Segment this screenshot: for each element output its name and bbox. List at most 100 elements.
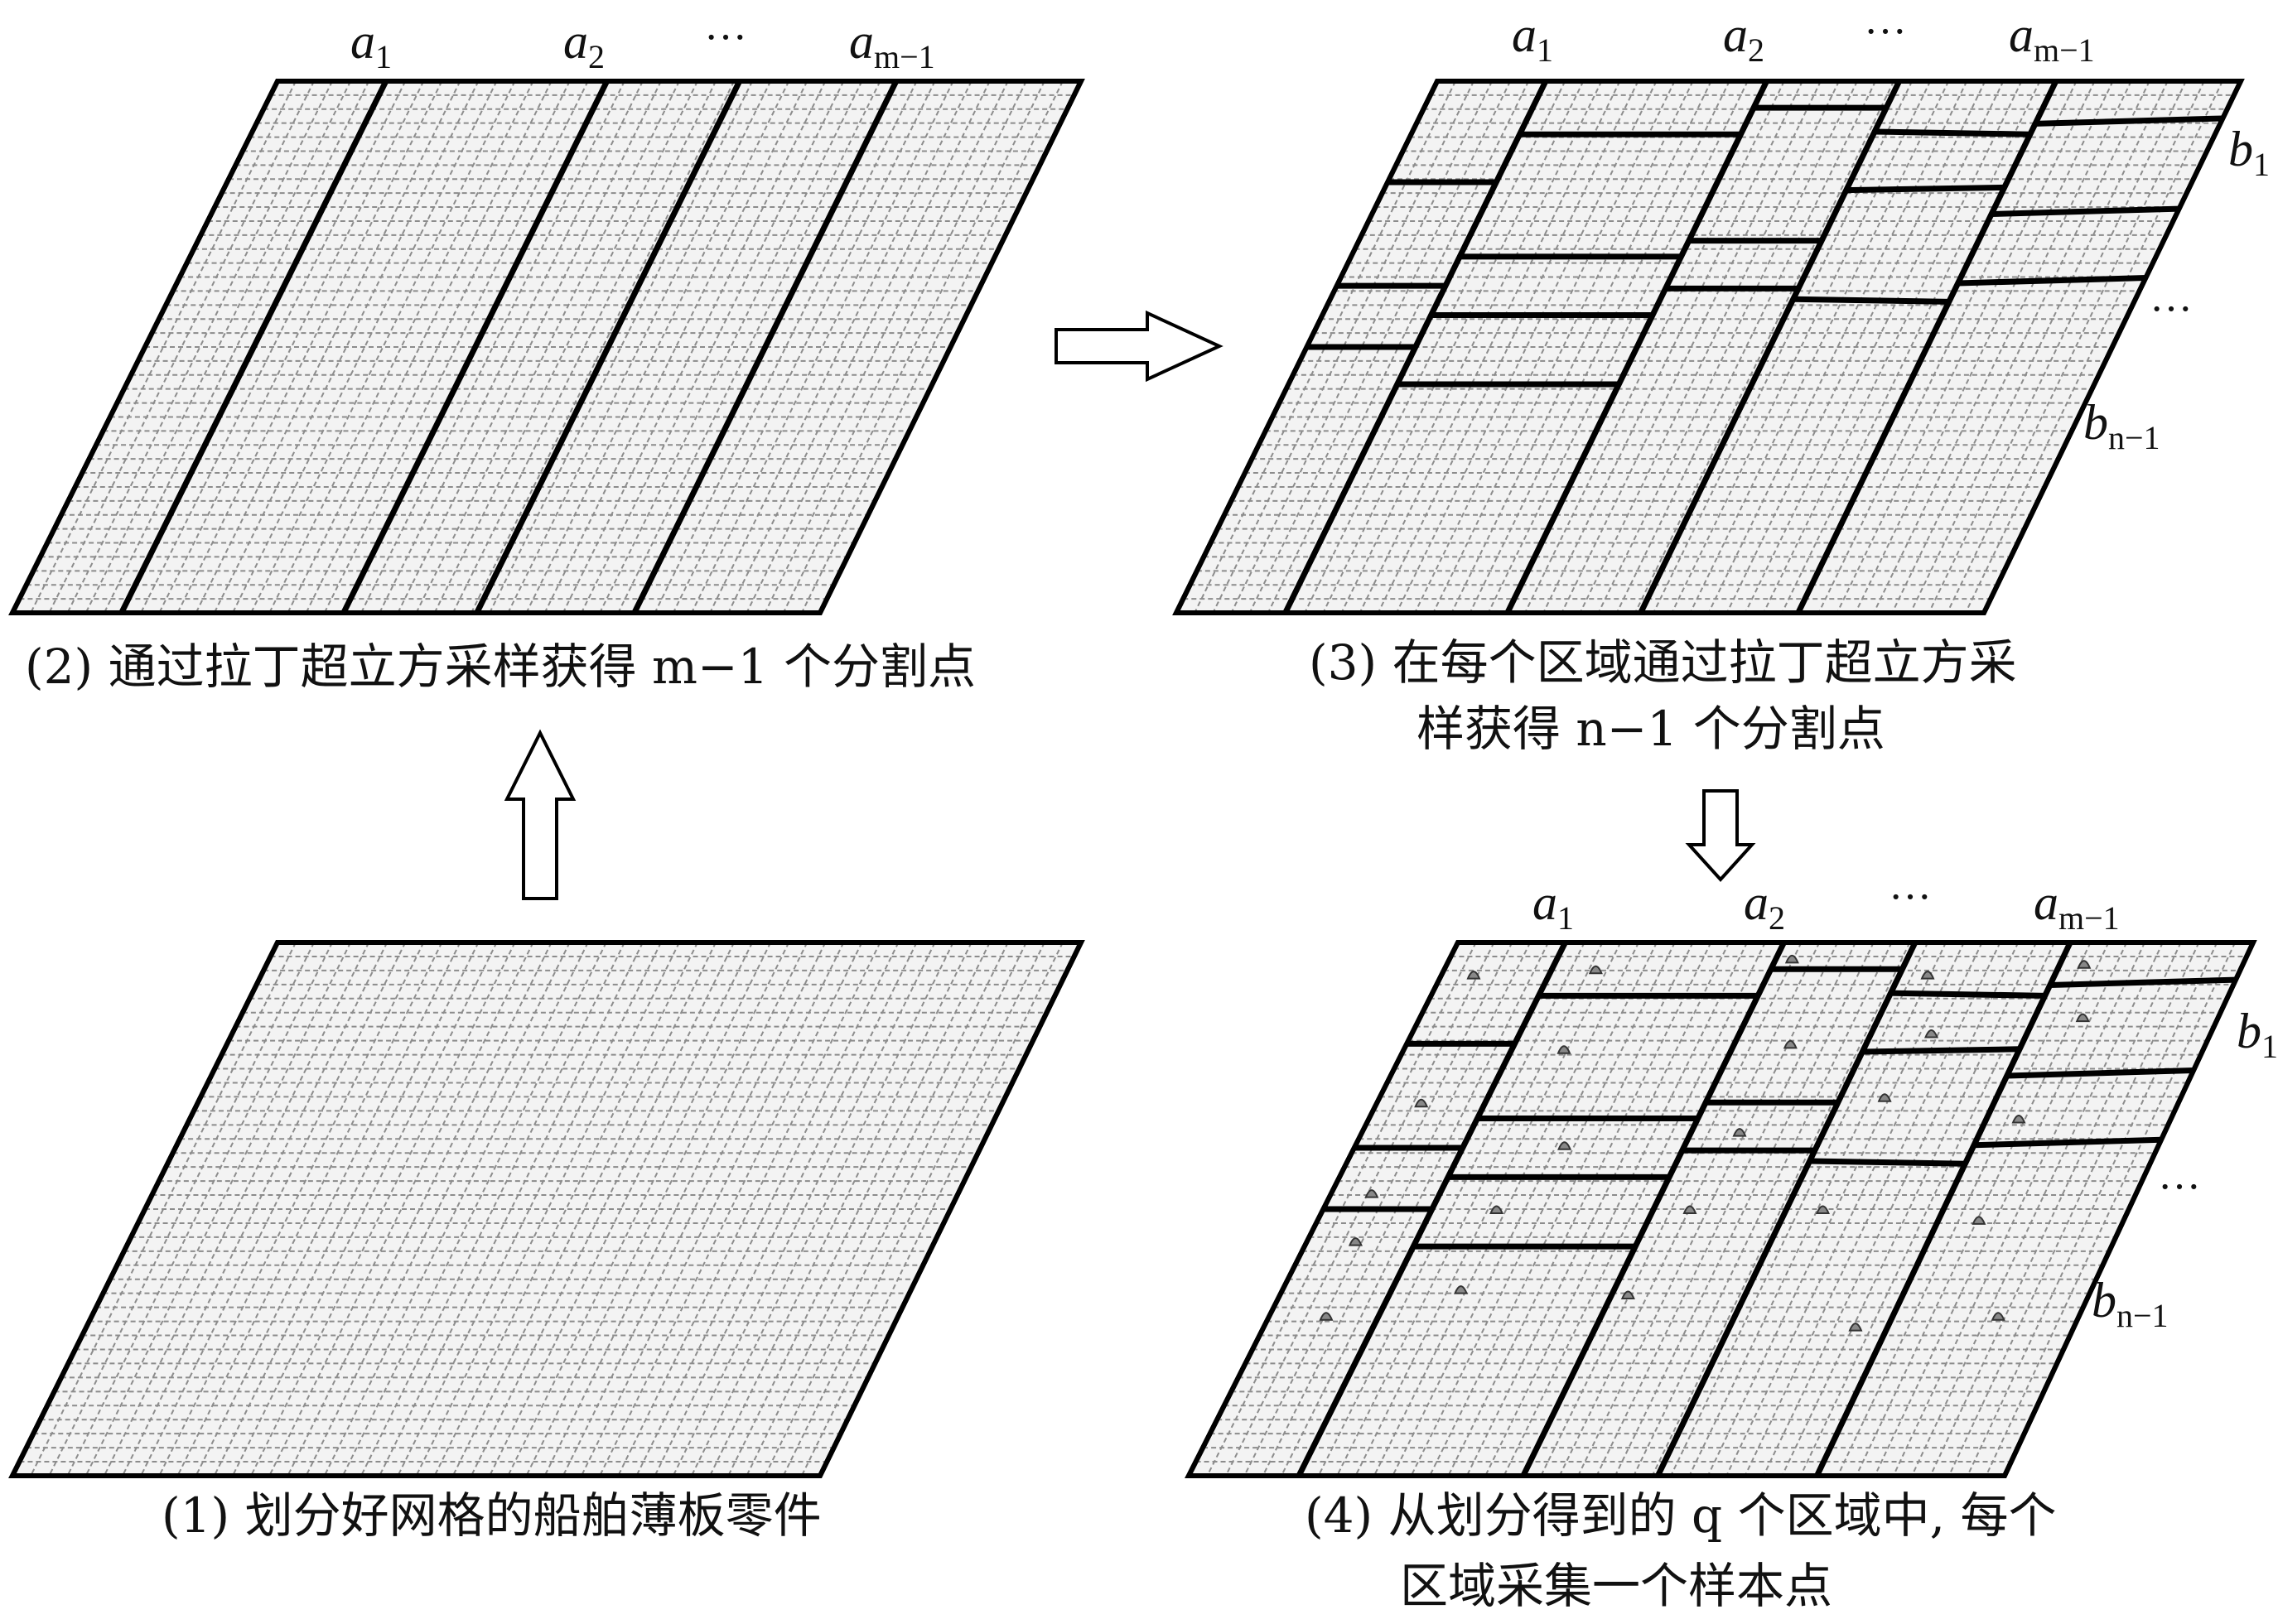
grid-line bbox=[1725, 80, 1986, 614]
sample-point bbox=[1972, 1216, 1986, 1225]
grid-line bbox=[1891, 80, 2150, 614]
label-a2: a2 bbox=[1723, 7, 1764, 69]
caption-panel-1: (1) 划分好网格的船舶薄板零件 bbox=[162, 1487, 822, 1544]
row-cut-line bbox=[1890, 990, 2045, 999]
column-cut-line bbox=[1814, 941, 2073, 1477]
row-cut-line bbox=[2049, 976, 2237, 989]
caption-panel-2: (2) 通过拉丁超立方采样获得 m−1 个分割点 bbox=[25, 639, 976, 695]
grid-line bbox=[1212, 80, 1474, 614]
column-cut-line bbox=[1655, 941, 1918, 1477]
row-cut-line bbox=[2034, 115, 2223, 127]
grid-line bbox=[800, 80, 1064, 614]
grid-line bbox=[1763, 80, 2023, 614]
grid-line bbox=[1304, 80, 1566, 614]
sample-point bbox=[2075, 1013, 2090, 1023]
label-am1: am−1 bbox=[849, 14, 935, 75]
label-bn1: bn−1 bbox=[2092, 1273, 2169, 1334]
grid-line bbox=[1377, 80, 1639, 614]
sample-point bbox=[1414, 1098, 1429, 1108]
sample-point bbox=[1348, 1237, 1363, 1246]
grid-line bbox=[1781, 942, 2038, 1477]
sample-point bbox=[1364, 1189, 1379, 1198]
column-cut-line bbox=[631, 80, 900, 614]
grid-line bbox=[1469, 80, 1730, 614]
sample-point bbox=[1920, 971, 1935, 980]
column-cut-line bbox=[1795, 80, 2059, 614]
grid-line bbox=[1745, 80, 2005, 614]
arrow-up-icon bbox=[504, 729, 577, 900]
label-ellipsis: ··· bbox=[1889, 874, 1932, 921]
label-am1: am−1 bbox=[2034, 875, 2120, 937]
grid-line bbox=[1651, 942, 1911, 1477]
label-a2: a2 bbox=[1744, 875, 1785, 937]
sample-point bbox=[1454, 1285, 1469, 1294]
sample-point bbox=[1489, 1205, 1504, 1214]
grid-line bbox=[1579, 80, 1840, 614]
grid-line bbox=[1248, 80, 1512, 614]
grid-line bbox=[1799, 942, 2055, 1477]
arrow-down-icon bbox=[1685, 789, 1756, 882]
panel-3-plate bbox=[1172, 79, 2245, 615]
grid-line bbox=[1267, 80, 1530, 614]
column-cut-line bbox=[340, 80, 610, 614]
mesh-grid bbox=[1183, 80, 2234, 614]
mesh-grid bbox=[19, 942, 1074, 1477]
grid-line bbox=[1967, 942, 2218, 1477]
grid-line bbox=[1946, 80, 2205, 614]
grid-line bbox=[1892, 942, 2145, 1477]
sample-point bbox=[1588, 965, 1603, 975]
column-cut-line bbox=[474, 80, 742, 614]
caption-panel-4-line-1: (4) 从划分得到的 q 个区域中, 每个 bbox=[1305, 1487, 2056, 1544]
panel-2-plate bbox=[8, 79, 1085, 615]
row-cut-line bbox=[2006, 1067, 2194, 1079]
grid-line bbox=[1689, 80, 1950, 614]
grid-line bbox=[1670, 942, 1929, 1477]
sample-point bbox=[1556, 1045, 1571, 1054]
grid-line bbox=[1928, 80, 2187, 614]
column-cut-line bbox=[118, 80, 389, 614]
plate-border bbox=[8, 79, 1085, 615]
row-cut-line bbox=[1875, 128, 2030, 137]
grid-line bbox=[1964, 80, 2223, 614]
label-ellipsis: ··· bbox=[1864, 8, 1907, 55]
grid-line bbox=[1725, 942, 1983, 1477]
grid-line bbox=[1524, 80, 1785, 614]
sample-point bbox=[2011, 1115, 2026, 1124]
grid-line bbox=[1414, 80, 1676, 614]
sample-point bbox=[1620, 1290, 1635, 1300]
sample-point bbox=[1784, 954, 1799, 964]
row-cut-line bbox=[1973, 1136, 2162, 1149]
row-cut-line bbox=[1809, 1158, 1966, 1167]
label-a1: a1 bbox=[1512, 7, 1553, 69]
grid-line bbox=[1634, 80, 1895, 614]
grid-line bbox=[1230, 80, 1494, 614]
plate-border bbox=[1185, 940, 2257, 1478]
sample-point bbox=[1848, 1323, 1863, 1332]
label-am1: am−1 bbox=[2009, 7, 2095, 69]
grid-line bbox=[1909, 80, 2169, 614]
grid-line bbox=[1707, 80, 1968, 614]
sample-point bbox=[1991, 1312, 2005, 1321]
row-cut-line bbox=[1957, 275, 2146, 287]
grid-line bbox=[1450, 80, 1712, 614]
mesh-grid bbox=[19, 80, 1074, 614]
grid-line bbox=[1836, 942, 2092, 1477]
grid-line bbox=[1781, 80, 2041, 614]
label-bn1: bn−1 bbox=[2083, 395, 2160, 456]
row-cut-line bbox=[1991, 205, 2179, 217]
panel-4-plate bbox=[1185, 940, 2257, 1478]
arrow-right-icon bbox=[1055, 310, 1223, 383]
label-ellipsis: ··· bbox=[2158, 1164, 2201, 1211]
label-a2: a2 bbox=[563, 14, 605, 75]
grid-line bbox=[1432, 80, 1694, 614]
grid-line bbox=[1653, 80, 1914, 614]
panel-1-plate bbox=[8, 940, 1085, 1478]
caption-panel-4-line-2: 区域采集一个样本点 bbox=[1400, 1558, 1832, 1614]
grid-line bbox=[1854, 80, 2114, 614]
grid-line bbox=[1744, 942, 2001, 1477]
column-cut-line bbox=[1520, 941, 1787, 1477]
grid-line bbox=[1856, 942, 2110, 1477]
sample-point bbox=[1319, 1312, 1334, 1321]
column-cut-line bbox=[1638, 80, 1902, 614]
